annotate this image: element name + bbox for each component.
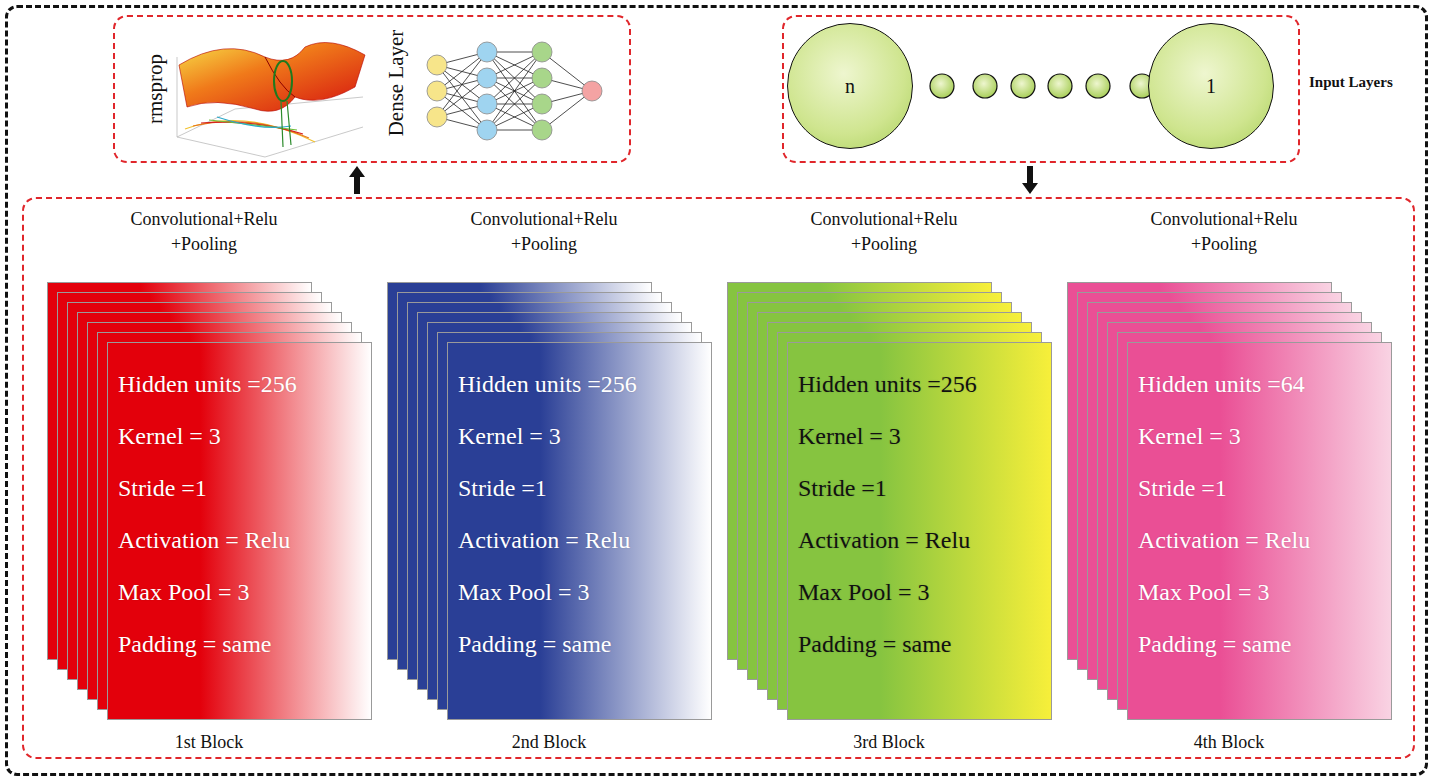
block-param: Activation = Relu — [118, 527, 290, 554]
block-param: Kernel = 3 — [458, 423, 561, 450]
block-param: Padding = same — [798, 631, 952, 658]
block-param: Activation = Relu — [1138, 527, 1310, 554]
block-param: Hidden units =256 — [118, 371, 297, 398]
block-heading: Convolutional+Relu +Pooling — [1129, 207, 1319, 257]
block-heading: Convolutional+Relu +Pooling — [789, 207, 979, 257]
conv-block: Convolutional+Relu +PoolingHidden units … — [1059, 199, 1404, 759]
block-param: Max Pool = 3 — [1138, 579, 1270, 606]
block-param: Activation = Relu — [458, 527, 630, 554]
block-param: Max Pool = 3 — [118, 579, 250, 606]
block-param: Max Pool = 3 — [458, 579, 590, 606]
neuron-label: n — [845, 75, 855, 98]
input-panel: Input Layersn1 — [782, 15, 1300, 163]
layer-label: Input Layers — [1309, 74, 1393, 91]
block-param: Stride =1 — [1138, 475, 1227, 502]
block-param: Kernel = 3 — [798, 423, 901, 450]
block-param: Padding = same — [1138, 631, 1292, 658]
block-param: Max Pool = 3 — [798, 579, 930, 606]
axis-title: Dense Layer — [384, 30, 409, 137]
block-param: Activation = Relu — [798, 527, 970, 554]
feature-map: Hidden units =64Kernel = 3 Stride =1 Activ… — [1127, 342, 1392, 720]
block-heading: Convolutional+Relu +Pooling — [449, 207, 639, 257]
block-param: Stride =1 — [118, 475, 207, 502]
block-param: Hidden units =256 — [458, 371, 637, 398]
conv-block: Convolutional+Relu +PoolingHidden units … — [39, 199, 384, 759]
optimizer-panel: rmsprop Dense Layer — [113, 15, 631, 163]
flow-arrow — [1022, 166, 1038, 194]
block-param: Hidden units =64 — [1138, 371, 1305, 398]
block-label: 2nd Block — [479, 732, 619, 753]
block-param: Padding = same — [118, 631, 272, 658]
feature-map: Hidden units =256Kernel = 3 Stride =1 Acti… — [787, 342, 1052, 720]
block-heading: Convolutional+Relu +Pooling — [109, 207, 299, 257]
conv-region: Convolutional+Relu +PoolingHidden units … — [22, 197, 1415, 759]
block-label: 3rd Block — [819, 732, 959, 753]
feature-map: Hidden units =256Kernel = 3 Stride =1 Acti… — [107, 342, 372, 720]
input-circle: 1 — [1148, 23, 1274, 149]
block-label: 1st Block — [139, 732, 279, 753]
neuron-label: 1 — [1206, 75, 1216, 98]
conv-block: Convolutional+Relu +PoolingHidden units … — [379, 199, 724, 759]
axis-title: rmsprop — [143, 54, 168, 124]
block-param: Hidden units =256 — [798, 371, 977, 398]
flow-arrow — [349, 166, 365, 194]
feature-map: Hidden units =256Kernel = 3 Stride =1 Acti… — [447, 342, 712, 720]
block-param: Kernel = 3 — [118, 423, 221, 450]
block-param: Kernel = 3 — [1138, 423, 1241, 450]
optimizer-illustration — [115, 17, 633, 165]
input-circle: n — [787, 23, 913, 149]
conv-block: Convolutional+Relu +PoolingHidden units … — [719, 199, 1064, 759]
block-param: Stride =1 — [798, 475, 887, 502]
block-param: Padding = same — [458, 631, 612, 658]
block-label: 4th Block — [1159, 732, 1299, 753]
block-param: Stride =1 — [458, 475, 547, 502]
